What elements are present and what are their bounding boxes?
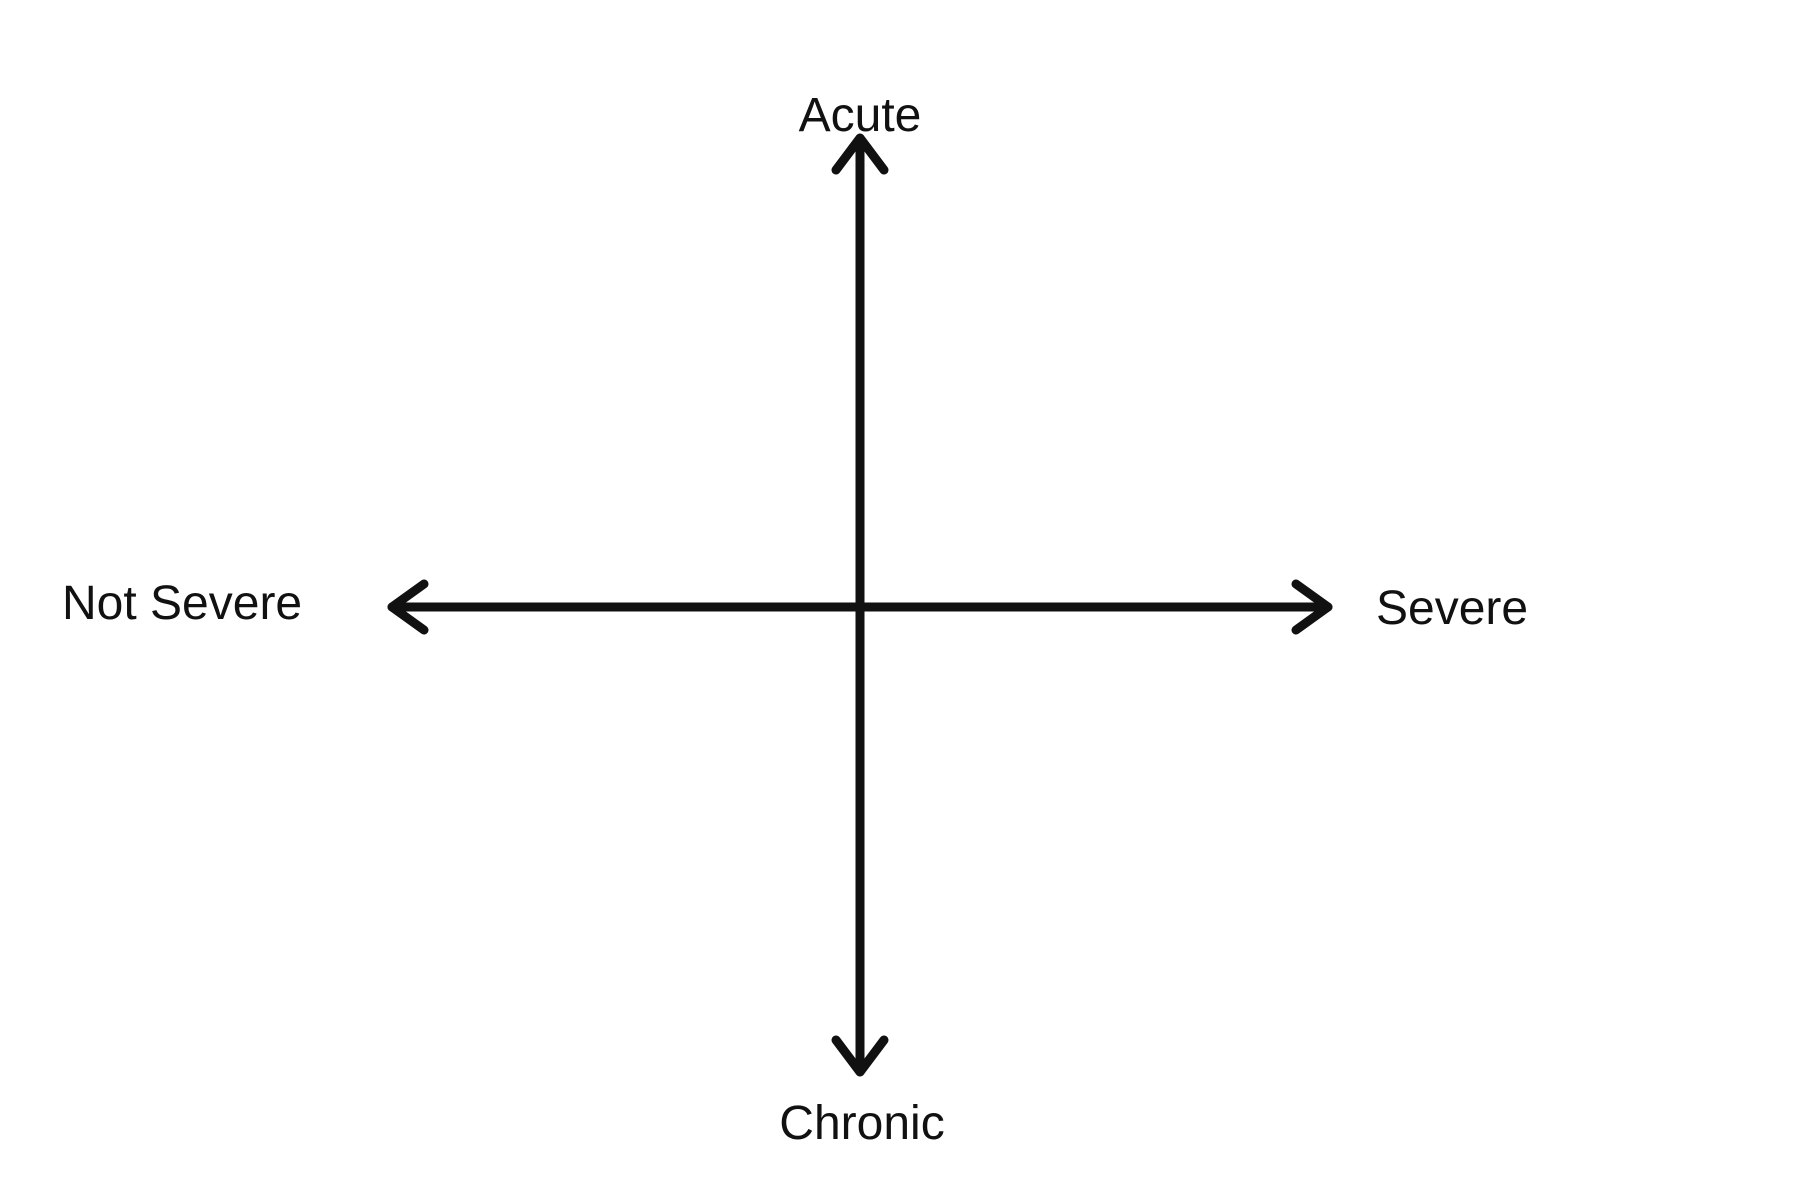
arrowhead-right [1291,579,1333,635]
chronic-label: Chronic [779,1097,945,1150]
not-severe-label: Not Severe [62,577,303,630]
arrowhead-left [387,579,429,635]
severe-label: Severe [1376,582,1529,635]
arrowhead-up [831,133,889,175]
arrowhead-down [831,1035,889,1077]
axes-group [387,133,1333,1077]
acute-label: Acute [798,89,922,142]
